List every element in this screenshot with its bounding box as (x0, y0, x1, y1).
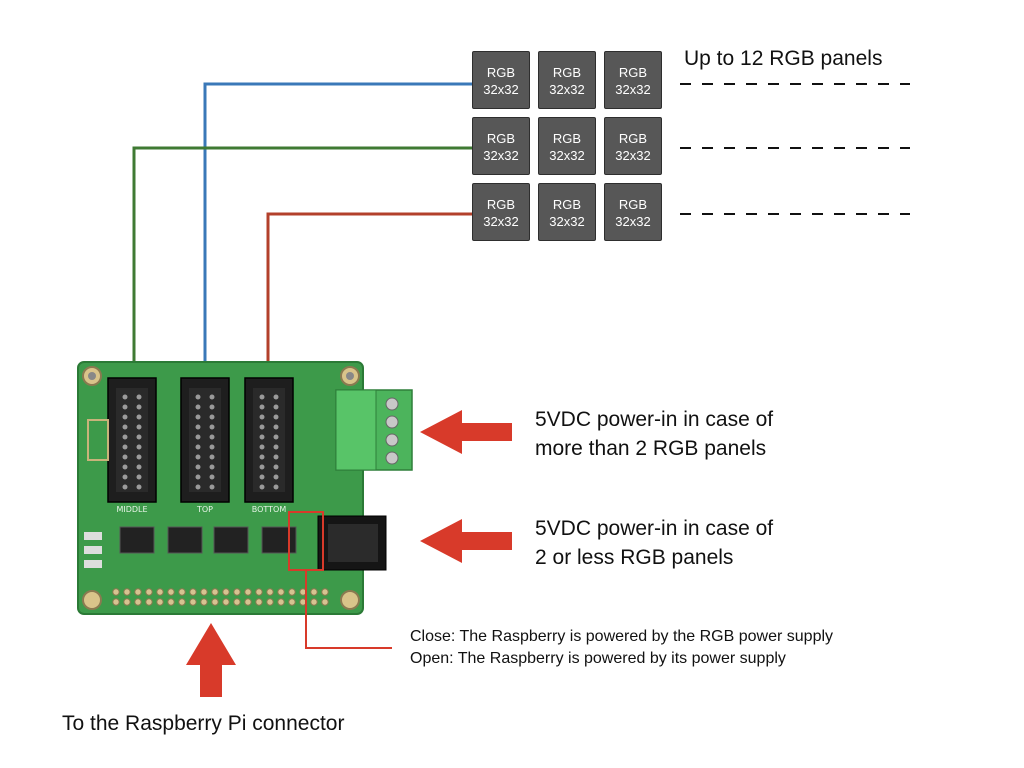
rgb-panel-type: RGB (552, 65, 582, 80)
mounting-hole (82, 590, 102, 610)
rgb-panel-type: RGB (618, 131, 648, 146)
middle-connector (107, 377, 157, 503)
rgb-panel-size: 32x32 (483, 148, 519, 163)
top-connector-wire (203, 82, 472, 368)
rgb-panel-size: 32x32 (549, 82, 585, 97)
rgb-panel-type: RGB (552, 131, 582, 146)
rgb-panel: RGB 32x32 (538, 51, 596, 109)
mounting-hole (340, 590, 360, 610)
rgb-panel-type: RGB (552, 197, 582, 212)
board-label-top: TOP (196, 505, 213, 514)
board-label-middle: MIDDLE (116, 505, 147, 514)
rgb-matrix-board: MIDDLE TOP BOTTOM (77, 361, 387, 615)
screw-terminal-caption-line1: 5VDC power-in in case of (535, 408, 774, 431)
power-jack-caption-line1: 5VDC power-in in case of (535, 517, 774, 540)
rgb-panel-size: 32x32 (615, 148, 651, 163)
power-jack (317, 515, 387, 571)
screw-terminal-caption: 5VDC power-in in case of more than 2 RGB… (535, 405, 773, 463)
rgb-panel: RGB 32x32 (538, 183, 596, 241)
rgb-panel-type: RGB (486, 65, 516, 80)
jumper-caption: Close: The Raspberry is powered by the R… (410, 626, 833, 670)
arrow-to-power-jack (420, 519, 512, 563)
rgb-panel-size: 32x32 (549, 148, 585, 163)
screw-terminal-caption-line2: more than 2 RGB panels (535, 437, 767, 460)
board-label-bottom: BOTTOM (252, 505, 287, 514)
power-jack-caption: 5VDC power-in in case of 2 or less RGB p… (535, 514, 773, 572)
rpi-connector-caption: To the Raspberry Pi connector (62, 712, 345, 735)
arrow-to-screw-terminal (420, 410, 512, 454)
arrow-to-raspberry-pi-connector (186, 623, 236, 697)
rgb-panel: RGB 32x32 (472, 183, 530, 241)
up-to-panels-label: Up to 12 RGB panels (684, 47, 883, 70)
rgb-panel-type: RGB (486, 197, 516, 212)
bottom-connector-wire (266, 212, 472, 368)
driver-chips (119, 526, 297, 554)
jumper-close-text: Close: The Raspberry is powered by the R… (410, 628, 834, 645)
rgb-panel: RGB 32x32 (472, 51, 530, 109)
rgb-panel: RGB 32x32 (604, 51, 662, 109)
rgb-panel-type: RGB (486, 131, 516, 146)
rgb-panel-type: RGB (618, 65, 648, 80)
jumper-open-text: Open: The Raspberry is powered by its po… (410, 650, 786, 667)
jumper-callout-line (305, 570, 392, 649)
rgb-panel: RGB 32x32 (604, 183, 662, 241)
rgb-panel: RGB 32x32 (604, 117, 662, 175)
raspberry-pi-header (112, 588, 329, 606)
rgb-panel-size: 32x32 (483, 214, 519, 229)
rgb-panel-size: 32x32 (615, 214, 651, 229)
rgb-panel: RGB 32x32 (538, 117, 596, 175)
rgb-panel-size: 32x32 (615, 82, 651, 97)
rgb-panel-size: 32x32 (549, 214, 585, 229)
middle-connector-wire (132, 146, 472, 368)
rgb-panel-type: RGB (618, 197, 648, 212)
top-connector (180, 377, 230, 503)
screw-terminal (335, 389, 413, 471)
rgb-panel: RGB 32x32 (472, 117, 530, 175)
power-jack-caption-line2: 2 or less RGB panels (535, 546, 734, 569)
bottom-connector (244, 377, 294, 503)
rgb-panel-size: 32x32 (483, 82, 519, 97)
